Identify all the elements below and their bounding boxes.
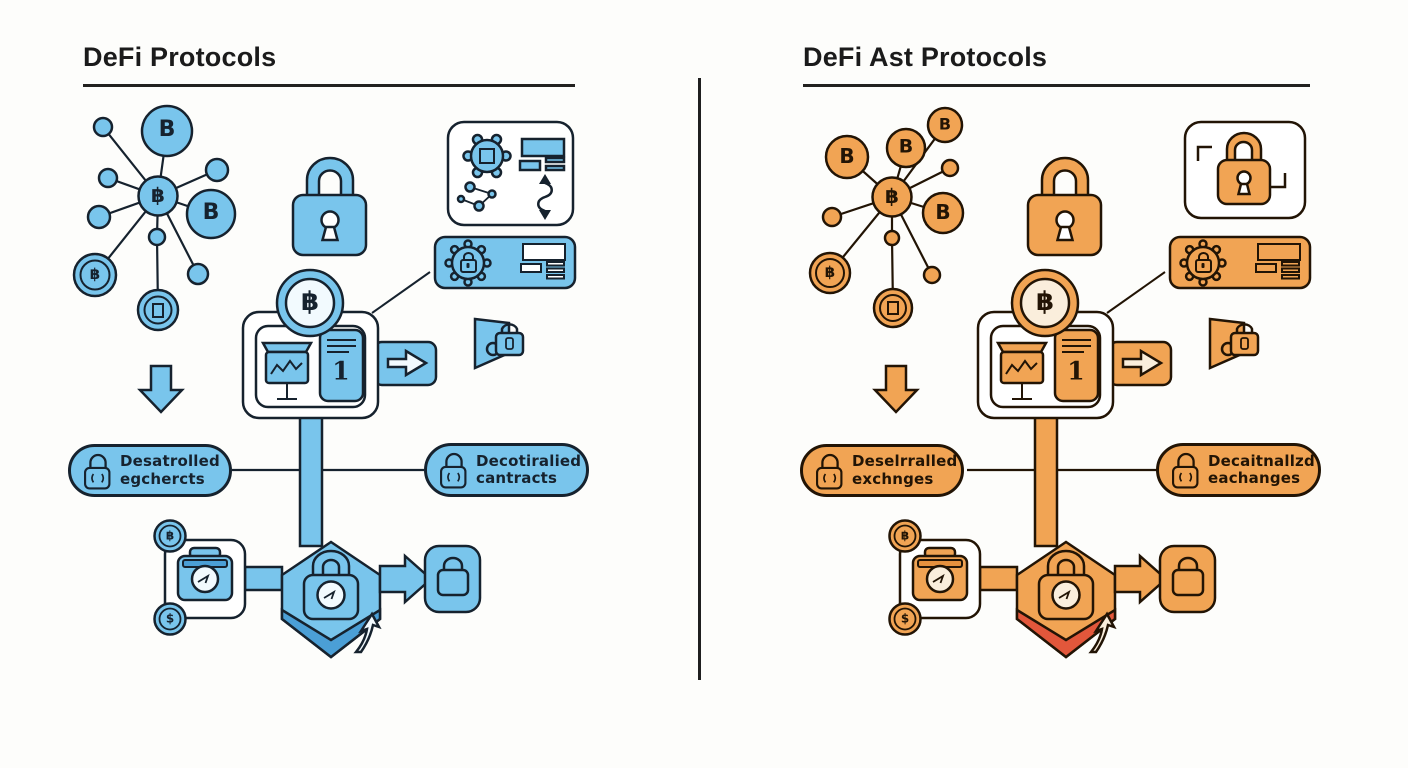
bitcoin-coin-glyph: ฿	[1035, 286, 1055, 317]
panel-defi-protocols: DeFi Protocols B B ฿ ฿ ฿ 1 ฿ $ Desatroll…	[0, 0, 670, 768]
panel-divider	[698, 78, 701, 680]
dollar-coin-glyph: $	[165, 611, 175, 626]
bitcoin-coin-glyph: ฿	[165, 528, 175, 543]
bitcoin-coin-glyph: ฿	[300, 286, 320, 317]
protocol-banner-icon	[435, 237, 575, 288]
protocol-card-icon	[448, 122, 573, 225]
pill-decentralized-exchanges-right: Decaitnallzd eachanges	[1156, 443, 1321, 497]
pill-label-line1: Decaitnallzd	[1208, 451, 1315, 470]
pill-lock-icon	[85, 454, 110, 488]
document-lock-icon	[1210, 319, 1258, 368]
bitcoin-coin-glyph: ฿	[89, 264, 101, 283]
lock-frame-card-icon	[1185, 122, 1305, 218]
padlock-icon	[1028, 158, 1101, 255]
pill-lock-icon	[441, 454, 466, 488]
pill-lock-icon	[1173, 454, 1198, 488]
one-glyph: 1	[332, 356, 350, 386]
bitcoin-coin-glyph: ฿	[824, 262, 836, 281]
flowchart-core-icon	[232, 270, 436, 546]
bitcoin-node-glyph: B	[839, 144, 855, 169]
page-title: DeFi Ast Protocols	[803, 42, 1048, 72]
page-title: DeFi Protocols	[83, 42, 277, 72]
pill-decentralized-exchanges: Deselrralled exchnges	[800, 444, 964, 497]
pill-label-line1: Deselrralled	[852, 452, 958, 471]
pill-label-line2: exchnges	[852, 469, 934, 488]
bitcoin-coin-glyph: ฿	[900, 528, 910, 543]
pill-label-line2: cantracts	[476, 469, 558, 487]
pill-decentralized-contracts: Decotiralied cantracts	[424, 443, 589, 497]
bitcoin-hub-glyph: ฿	[151, 183, 165, 208]
bitcoin-node-glyph: B	[158, 117, 176, 143]
pill-lock-icon	[817, 454, 842, 488]
bitcoin-node-glyph: B	[938, 114, 952, 134]
title-underline	[83, 84, 575, 87]
one-glyph: 1	[1067, 356, 1085, 386]
padlock-icon	[293, 158, 366, 255]
bitcoin-node-glyph: B	[898, 135, 914, 158]
dollar-coin-glyph: $	[900, 611, 910, 626]
pill-decentralized-exchanges: Desatrolled egchercts	[68, 444, 232, 497]
bitcoin-node-glyph: B	[202, 200, 220, 226]
pill-label-line1: Decotiralied	[476, 451, 582, 470]
pill-label-line1: Desatrolled	[120, 452, 220, 471]
bitcoin-node-glyph: B	[935, 200, 951, 225]
protocol-banner-icon	[1170, 237, 1310, 288]
panel-defi-ast-protocols: DeFi Ast Protocols B B B B ฿ ฿ ฿ 1 ฿ $ D…	[735, 0, 1405, 768]
bitcoin-hub-glyph: ฿	[885, 184, 899, 209]
pill-label-line2: egchercts	[120, 469, 205, 488]
document-lock-icon	[475, 319, 523, 368]
down-arrow-icon	[140, 366, 182, 412]
title-underline	[803, 84, 1310, 87]
down-arrow-icon	[875, 366, 917, 412]
pill-label-line2: eachanges	[1208, 469, 1301, 487]
flowchart-core-icon	[967, 270, 1171, 546]
